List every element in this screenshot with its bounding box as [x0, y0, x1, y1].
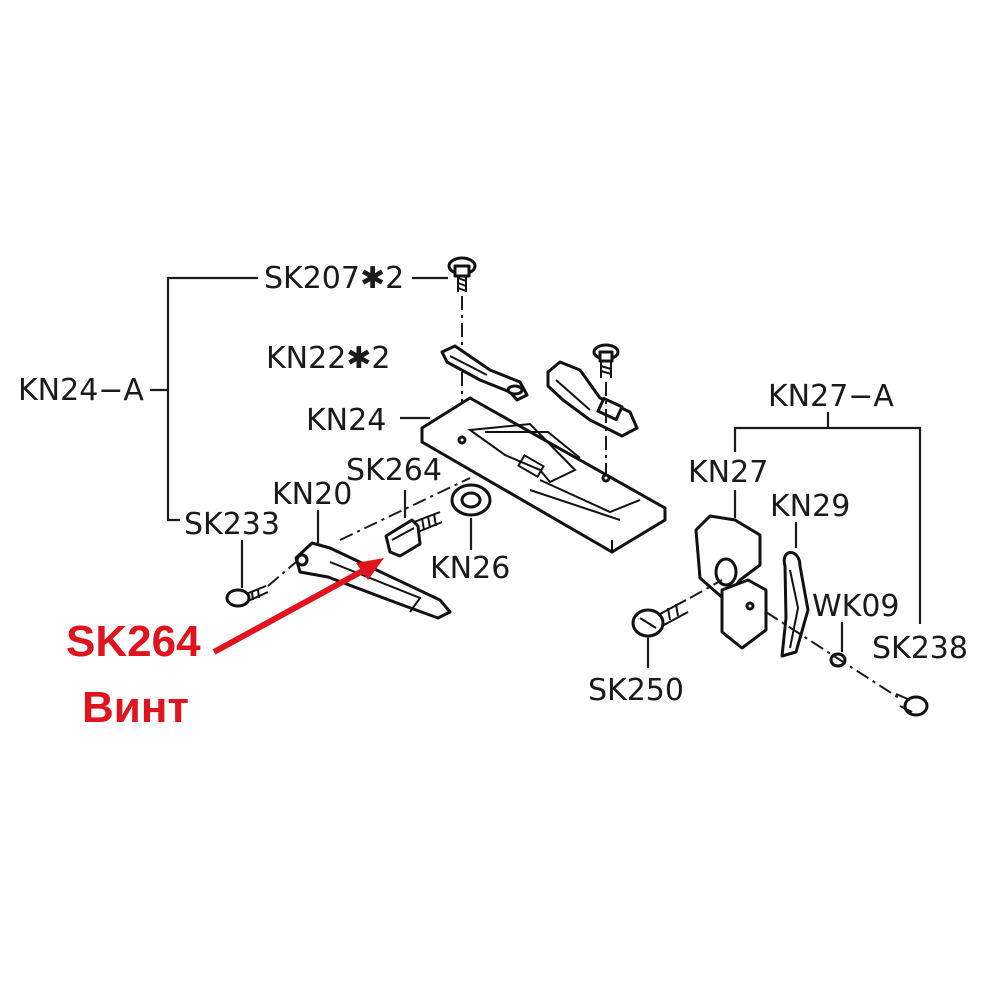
kn26-washer — [450, 483, 492, 517]
kn24a-bracket — [150, 276, 448, 522]
label-sk250: SK250 — [588, 673, 684, 708]
label-kn27a: KN27−A — [768, 379, 894, 414]
kn27a-bracket — [733, 412, 922, 624]
sk238-screw — [895, 693, 929, 717]
highlight-part-code: SK264 — [66, 617, 201, 666]
sk233-screw — [225, 585, 269, 608]
label-sk233: SK233 — [184, 507, 280, 542]
sk264-screw — [384, 511, 443, 558]
label-sk238: SK238 — [872, 631, 968, 666]
kn22-plate-left — [440, 344, 529, 402]
kn22-plate-right — [546, 360, 639, 438]
label-kn22: KN22✱2 — [266, 341, 391, 376]
kn29-spring — [780, 551, 810, 658]
kn20-lever — [294, 541, 452, 620]
kn24-base-plate — [420, 396, 667, 554]
label-kn29: KN29 — [770, 489, 850, 524]
label-sk207: SK207✱2 — [264, 261, 404, 296]
sk207-screw — [447, 256, 477, 292]
label-wk09: WK09 — [812, 589, 900, 624]
label-kn26: KN26 — [430, 551, 510, 586]
label-kn27: KN27 — [688, 455, 768, 490]
sk250-screw — [631, 599, 689, 638]
kn27-bracket-plate — [694, 514, 768, 650]
label-kn24a: KN24−A — [18, 373, 144, 408]
highlight-part-name: Винт — [82, 683, 189, 732]
kn22-right-screw — [592, 343, 620, 378]
wk09-washer — [829, 652, 847, 668]
label-kn24: KN24 — [306, 403, 386, 438]
highlight-arrow — [212, 558, 384, 655]
label-kn20: KN20 — [272, 477, 352, 512]
label-sk264: SK264 — [346, 453, 442, 488]
